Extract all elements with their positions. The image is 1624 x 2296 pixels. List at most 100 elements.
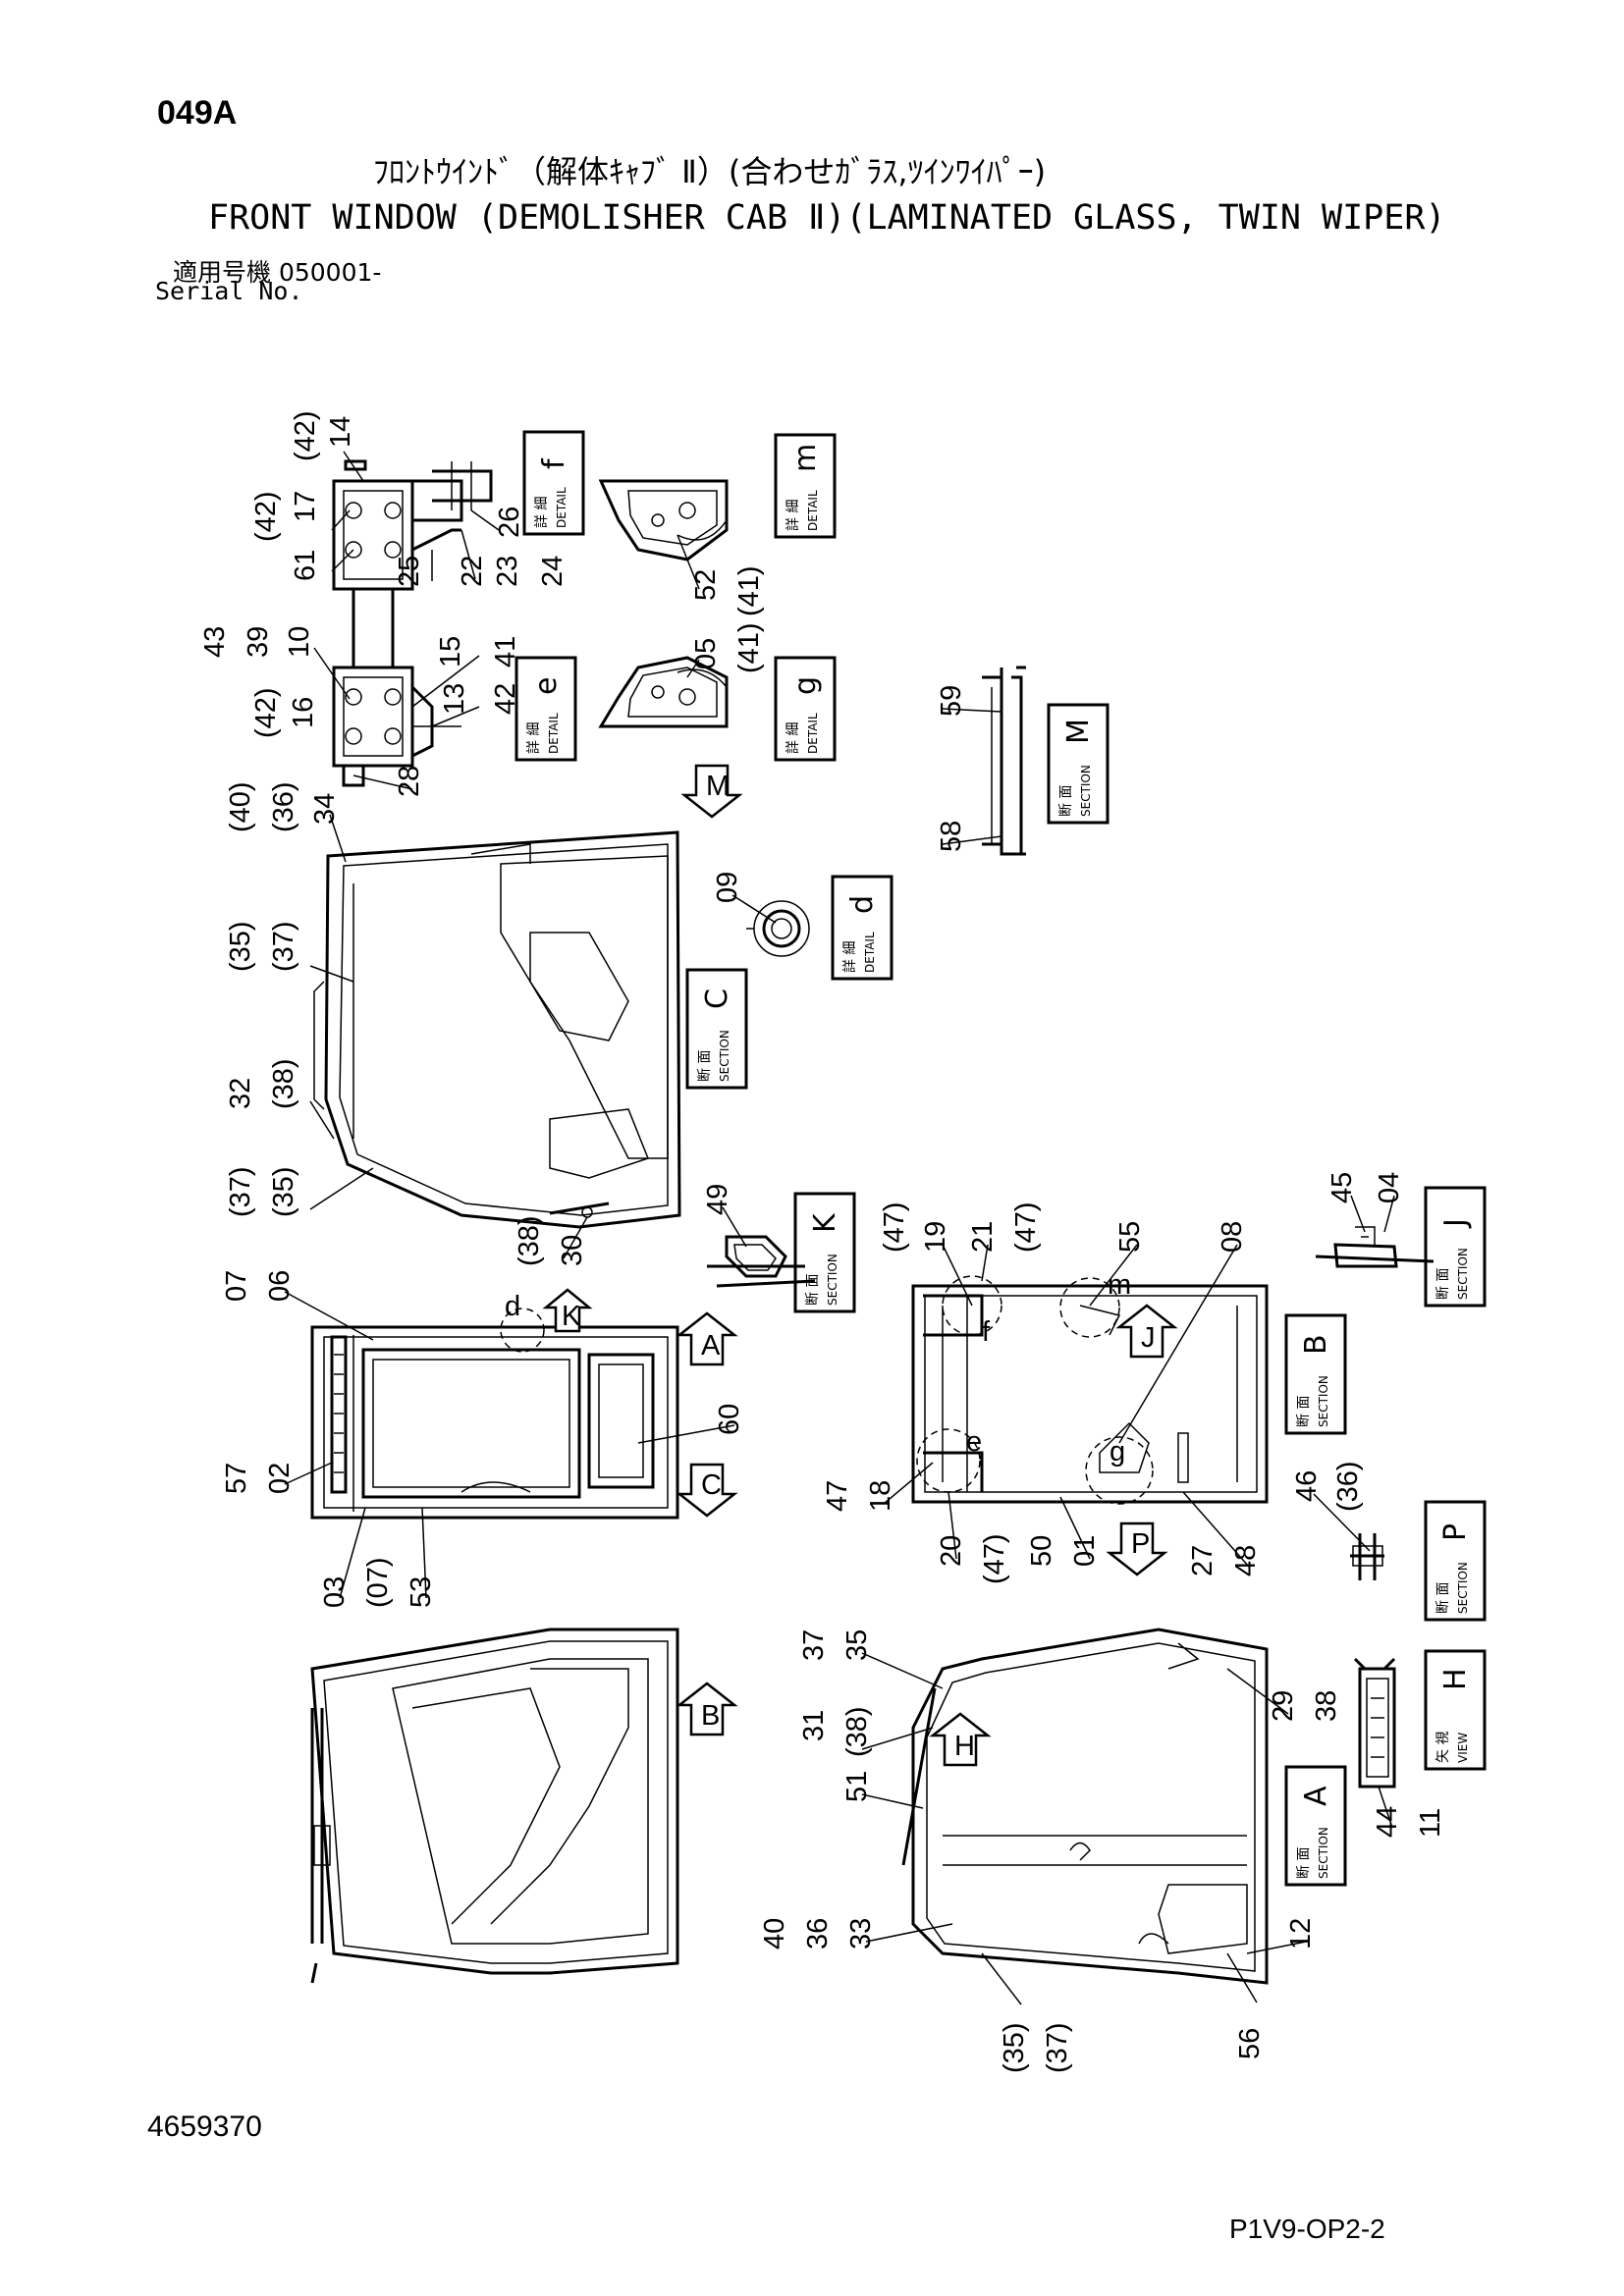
callout: 10 xyxy=(284,626,315,658)
lower-left-frame-view xyxy=(310,1628,679,1984)
view-arrow-m: M xyxy=(680,764,743,819)
svg-text:B: B xyxy=(1299,1334,1333,1355)
svg-text:J: J xyxy=(1141,1322,1156,1354)
view-arrow-c: C xyxy=(676,1463,738,1518)
callout: (47) xyxy=(1010,1201,1042,1253)
serial-label-english: Serial No. xyxy=(155,277,303,305)
svg-text:K: K xyxy=(562,1301,581,1332)
circle-label-d: d xyxy=(505,1291,520,1322)
callout: (37) xyxy=(225,1166,256,1217)
callout: 33 xyxy=(845,1918,877,1949)
callout: 56 xyxy=(1234,2028,1266,2059)
circle-label-m: m xyxy=(1108,1269,1131,1301)
callout: 61 xyxy=(290,550,321,581)
svg-text:SECTION: SECTION xyxy=(718,1030,731,1082)
callout: 02 xyxy=(264,1463,296,1494)
callout: 60 xyxy=(714,1404,745,1435)
callout: 14 xyxy=(325,416,356,448)
svg-text:e: e xyxy=(529,677,564,695)
callout: 38 xyxy=(1311,1690,1342,1722)
callout: (36) xyxy=(268,781,299,832)
svg-text:P: P xyxy=(1131,1528,1150,1560)
callout: 58 xyxy=(936,821,967,852)
callout: 28 xyxy=(394,766,425,797)
callout: 24 xyxy=(537,556,568,587)
svg-text:B: B xyxy=(701,1700,720,1732)
svg-text:d: d xyxy=(845,895,880,914)
svg-text:DETAIL: DETAIL xyxy=(806,490,820,531)
view-arrow-b: B xyxy=(676,1682,738,1736)
callout: (38) xyxy=(268,1058,299,1109)
circle-label-e: e xyxy=(966,1426,982,1458)
page-code: 049A xyxy=(157,94,238,132)
drawing-code: P1V9-OP2-2 xyxy=(1229,2214,1385,2244)
callout: 13 xyxy=(439,683,470,715)
callout: 48 xyxy=(1230,1545,1262,1576)
callout: 34 xyxy=(309,793,341,825)
svg-text:SECTION: SECTION xyxy=(1317,1375,1330,1427)
callout: 07 xyxy=(221,1270,252,1302)
callout: 43 xyxy=(199,626,231,658)
title-japanese: ﾌﾛﾝﾄｳｲﾝﾄﾞ（解体ｷｬﾌﾞ Ⅱ）(合わせｶﾞﾗｽ,ﾂｲﾝﾜｲﾊﾟｰ) xyxy=(373,153,1047,190)
callout: 36 xyxy=(802,1918,834,1949)
circle-marker-m xyxy=(1059,1277,1120,1338)
callout: (36) xyxy=(1332,1461,1364,1512)
svg-text:H: H xyxy=(954,1731,975,1762)
svg-text:DETAIL: DETAIL xyxy=(806,713,820,754)
callout: 45 xyxy=(1326,1172,1358,1203)
callout: 41 xyxy=(490,636,521,667)
section-j-profile xyxy=(1315,1226,1435,1268)
svg-text:矢 視: 矢 視 xyxy=(1435,1732,1451,1763)
callout: 46 xyxy=(1291,1470,1323,1502)
label-box-detail-d: 詳 細 DETAIL d xyxy=(831,875,893,981)
callout: 01 xyxy=(1069,1535,1101,1567)
label-box-detail-e: 詳 細 DETAIL e xyxy=(514,656,577,762)
view-arrow-p: P xyxy=(1106,1522,1168,1576)
circle-label-f: f xyxy=(982,1316,991,1348)
svg-text:M: M xyxy=(706,771,730,802)
svg-text:J: J xyxy=(1438,1218,1473,1229)
callout: 25 xyxy=(394,556,425,587)
callout: (37) xyxy=(1042,2022,1073,2073)
callout-numbers: (42) 14 (42) 17 61 26 25 22 23 24 43 39 … xyxy=(199,410,1446,2073)
callout: 03 xyxy=(319,1576,351,1608)
svg-text:C: C xyxy=(701,1469,722,1501)
svg-text:DETAIL: DETAIL xyxy=(863,932,877,973)
detail-m-bracket xyxy=(598,479,729,561)
callout: (07) xyxy=(362,1557,394,1608)
detail-d-grommet xyxy=(746,900,810,957)
svg-text:A: A xyxy=(1299,1786,1333,1806)
callout: (42) xyxy=(250,687,282,738)
callout: 04 xyxy=(1374,1172,1405,1203)
section-m-profile xyxy=(982,666,1026,856)
label-box-detail-m: 詳 細 DETAIL m xyxy=(774,433,837,539)
section-b-frame xyxy=(911,1284,1269,1504)
callout: 37 xyxy=(798,1629,830,1661)
callout: 40 xyxy=(759,1918,790,1949)
label-box-section-b: 断 面 SECTION B xyxy=(1284,1313,1347,1435)
svg-text:DETAIL: DETAIL xyxy=(547,713,561,754)
callout: 55 xyxy=(1114,1221,1146,1253)
callout: 42 xyxy=(490,683,521,715)
svg-text:断 面: 断 面 xyxy=(697,1050,713,1082)
callout: 31 xyxy=(798,1710,830,1741)
detail-circle-markers: d f m e g xyxy=(500,1269,1154,1505)
callout: 53 xyxy=(406,1576,437,1608)
view-arrow-a: A xyxy=(676,1311,738,1366)
view-h-component xyxy=(1353,1657,1396,1789)
callout: (41) xyxy=(733,622,765,673)
label-box-section-k: 断 面 SECTION K xyxy=(793,1192,856,1313)
view-arrow-j: J xyxy=(1115,1304,1178,1359)
svg-text:M: M xyxy=(1061,719,1096,744)
svg-text:断 面: 断 面 xyxy=(1435,1582,1451,1614)
svg-text:g: g xyxy=(788,676,823,695)
section-c-frame xyxy=(313,830,681,1229)
callout: 26 xyxy=(494,507,525,538)
svg-text:K: K xyxy=(808,1212,842,1233)
callout: (40) xyxy=(225,781,256,832)
svg-text:詳 細: 詳 細 xyxy=(785,722,801,754)
detail-g-bracket xyxy=(598,656,729,728)
callout: 59 xyxy=(936,685,967,717)
callout: (42) xyxy=(290,410,321,461)
callout: 15 xyxy=(435,636,466,667)
